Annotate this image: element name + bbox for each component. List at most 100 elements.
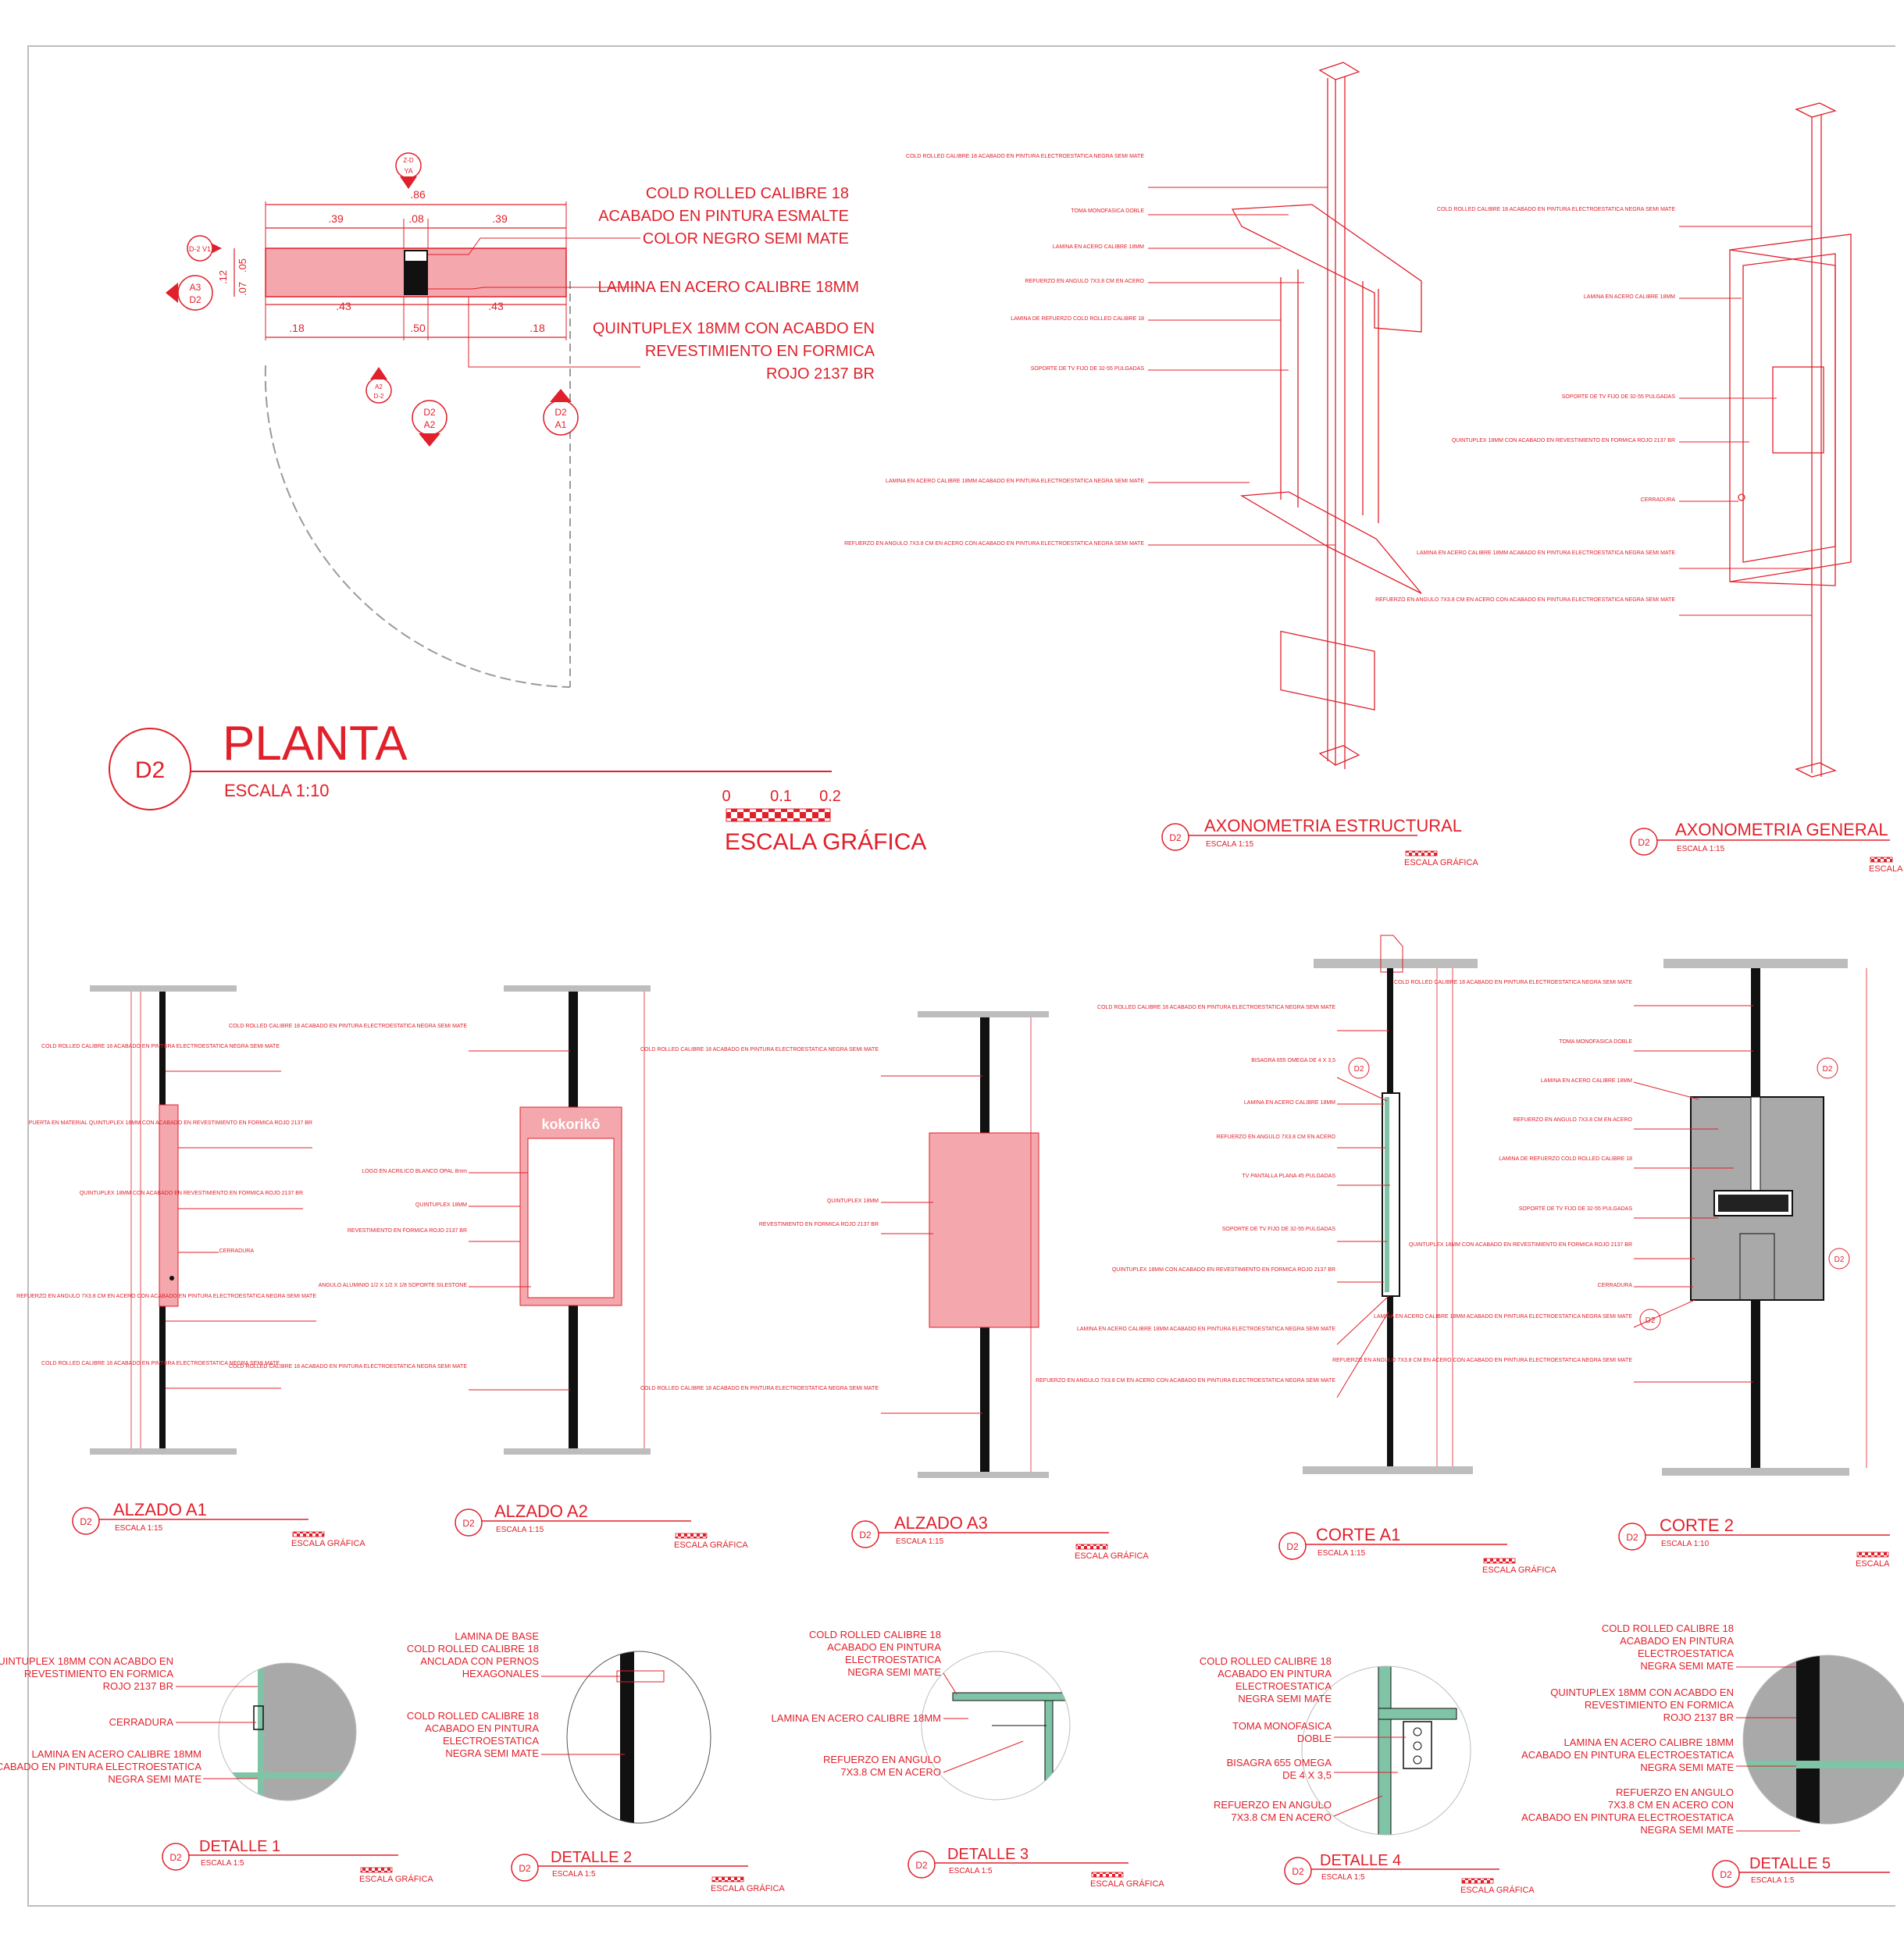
dim-total: .86 xyxy=(410,188,426,201)
detalle-2-scale-label: ESCALA GRÁFICA xyxy=(711,1883,785,1893)
axo-general-scale-label: ESCALA xyxy=(1869,864,1903,874)
planta-note-5: REVESTIMIENTO EN FORMICA xyxy=(645,343,875,360)
detalle-2-view: LAMINA DE BASE COLD ROLLED CALIBRE 18 AN… xyxy=(407,1630,785,1893)
dim-c3: .18 xyxy=(529,322,545,334)
axo-struct-note-2: LAMINA EN ACERO CALIBRE 18MM xyxy=(1053,244,1144,250)
corte-2-tag: D2 xyxy=(1626,1532,1638,1543)
axo-bottom-shelf xyxy=(1239,491,1422,594)
detalle-4-note-6: BISAGRA 655 OMEGA xyxy=(1227,1757,1332,1768)
corte-2-note-0: COLD ROLLED CALIBRE 18 ACABADO EN PINTUR… xyxy=(1394,980,1632,985)
planta-note-6: ROJO 2137 BR xyxy=(766,365,875,383)
svg-text:D2: D2 xyxy=(1823,1065,1833,1074)
detalle-4-note-5: DOBLE xyxy=(1297,1733,1332,1744)
axo-general-frame xyxy=(1729,233,1852,582)
corte-a1-note-4: TV PANTALLA PLANA 45 PULGADAS xyxy=(1242,1174,1335,1179)
detalle-1-tag: D2 xyxy=(169,1852,182,1863)
detalle-4-view: COLD ROLLED CALIBRE 18 ACABADO EN PINTUR… xyxy=(1200,1655,1535,1895)
alzado-a1-tag: D2 xyxy=(80,1516,92,1527)
detalle-2-scale: ESCALA 1:5 xyxy=(552,1870,596,1879)
axo-general-note-5: LAMINA EN ACERO CALIBRE 18MM ACABADO EN … xyxy=(1417,550,1675,556)
alzado-a3-tag: D2 xyxy=(859,1530,872,1540)
detalle-2-note-2: ANCLADA CON PERNOS xyxy=(420,1655,539,1667)
planta-scale-tick-1: 0.1 xyxy=(770,788,792,805)
alzado-a2-note-0: COLD ROLLED CALIBRE 18 ACABADO EN PINTUR… xyxy=(229,1024,467,1029)
corte-2-note-4: LAMINA DE REFUERZO COLD ROLLED CALIBRE 1… xyxy=(1499,1156,1632,1162)
svg-text:D2: D2 xyxy=(1645,1316,1656,1325)
detalle-3-tag: D2 xyxy=(915,1860,928,1871)
planta-note-3: LAMINA EN ACERO CALIBRE 18MM xyxy=(597,279,859,296)
detalle-1-note-0: QUINTUPLEX 18MM CON ACABDO EN xyxy=(0,1655,173,1667)
detalle-4-note-1: ACABADO EN PINTURA xyxy=(1218,1668,1332,1679)
alzado-a1-note-4: REFUERZO EN ANGULO 7X3.8 CM EN ACERO CON… xyxy=(16,1294,316,1299)
axo-general-note-2: SOPORTE DE TV FIJO DE 32-55 PULGADAS xyxy=(1562,394,1676,400)
svg-text:D2: D2 xyxy=(554,407,567,418)
detalle-2-note-3: HEXAGONALES xyxy=(462,1668,540,1679)
axo-struct-title: AXONOMETRIA ESTRUCTURAL xyxy=(1204,816,1462,835)
detalle-4-tag: D2 xyxy=(1292,1866,1304,1877)
kokoriko-logo: kokorikô xyxy=(541,1117,600,1132)
svg-text:D2: D2 xyxy=(1354,1065,1364,1074)
alzado-a3-note-0: COLD ROLLED CALIBRE 18 ACABADO EN PINTUR… xyxy=(640,1047,879,1053)
axo-struct-scale: ESCALA 1:15 xyxy=(1206,840,1254,849)
alzado-a2-note-5: COLD ROLLED CALIBRE 18 ACABADO EN PINTUR… xyxy=(229,1364,467,1370)
detalle-2-note-5: ACABADO EN PINTURA xyxy=(425,1722,539,1734)
axo-post-top-cap xyxy=(1318,62,1360,80)
planta-scale-bar xyxy=(726,808,831,822)
marker-bottom-2: D2 A2 xyxy=(412,400,447,447)
axo-general-notes: COLD ROLLED CALIBRE 18 ACABADO EN PINTUR… xyxy=(1375,207,1903,874)
planta-title: PLANTA xyxy=(223,717,408,771)
alzado-a3-scale-label: ESCALA GRÁFICA xyxy=(1075,1551,1149,1561)
detalle-1-notes: QUINTUPLEX 18MM CON ACABDO EN REVESTIMIE… xyxy=(0,1655,258,1785)
alzado-a3-note-2: REVESTIMIENTO EN FORMICA ROJO 2137 BR xyxy=(759,1222,879,1227)
axo-struct-note-5: SOPORTE DE TV FIJO DE 32-55 PULGADAS xyxy=(1031,366,1145,372)
detalle-1-view: QUINTUPLEX 18MM CON ACABDO EN REVESTIMIE… xyxy=(0,1655,433,1884)
dim-mid: .08 xyxy=(408,212,424,225)
alzado-a2-note-3: REVESTIMIENTO EN FORMICA ROJO 2137 BR xyxy=(348,1228,467,1234)
detalle-3-title: DETALLE 3 xyxy=(947,1846,1029,1863)
svg-text:Z-D: Z-D xyxy=(403,157,414,164)
leader-quintuplex xyxy=(468,297,640,368)
detalle-1-note-5: ACABADO EN PINTURA ELECTROESTATICA xyxy=(0,1761,201,1772)
planta-scale-tick-2: 0.2 xyxy=(819,788,841,805)
alzado-a1-view xyxy=(90,985,237,1455)
corte-2-note-7: CERRADURA xyxy=(1598,1283,1633,1288)
corte-2-scale: ESCALA 1:10 xyxy=(1661,1540,1710,1548)
axo-struct-note-1: TOMA MONOFASICA DOBLE xyxy=(1071,208,1144,214)
detalle-3-note-1: ACABADO EN PINTURA xyxy=(827,1641,941,1653)
planta-note-1: ACABADO EN PINTURA ESMALTE xyxy=(598,208,849,225)
dim-b1: .43 xyxy=(336,300,351,312)
marker-left-2: A3 D2 xyxy=(166,275,213,311)
detalle-3-note-3: NEGRA SEMI MATE xyxy=(847,1666,941,1678)
planta-view: .86 .39 .08 .39 .43 .43 .18 .50 .18 .05 … xyxy=(109,152,926,855)
alzado-a2-note-2: QUINTUPLEX 18MM xyxy=(415,1202,467,1208)
marker-bottom-3: D2 A1 xyxy=(543,389,579,436)
detalle-1-note-6: NEGRA SEMI MATE xyxy=(108,1773,201,1785)
detalle-5-scale: ESCALA 1:5 xyxy=(1751,1876,1795,1885)
detalle-3-note-6: 7X3.8 CM EN ACERO xyxy=(840,1766,941,1778)
alzado-a2-view: kokorikô xyxy=(504,985,651,1455)
corte-2-view: D2 D2 D2 xyxy=(1639,959,1867,1476)
detalle-2-note-7: NEGRA SEMI MATE xyxy=(445,1747,539,1759)
dim-c1: .18 xyxy=(289,322,305,334)
alzado-a3-note-3: COLD ROLLED CALIBRE 18 ACABADO EN PINTUR… xyxy=(640,1386,879,1391)
axo-struct-note-6: LAMINA EN ACERO CALIBRE 18MM ACABADO EN … xyxy=(886,479,1144,484)
detalle-4-note-4: TOMA MONOFASICA xyxy=(1232,1720,1332,1732)
alzado-a2-title: ALZADO A2 xyxy=(494,1501,588,1521)
corte-2-note-6: QUINTUPLEX 18MM CON ACABADO EN REVESTIMI… xyxy=(1409,1242,1632,1248)
detalle-4-scale: ESCALA 1:5 xyxy=(1321,1873,1365,1882)
alzado-a2-note-1: LOGO EN ACRILICO BLANCO OPAL 8mm xyxy=(362,1169,467,1174)
detalle-3-note-5: REFUERZO EN ANGULO xyxy=(823,1754,941,1765)
detalle-3-scale-label: ESCALA GRÁFICA xyxy=(1090,1879,1164,1889)
axo-struct-scale-label: ESCALA GRÁFICA xyxy=(1404,857,1478,867)
detalle-4-note-0: COLD ROLLED CALIBRE 18 xyxy=(1200,1655,1332,1667)
detalle-4-title: DETALLE 4 xyxy=(1320,1852,1401,1869)
svg-text:D-2: D-2 xyxy=(374,393,384,400)
corte-a1-note-3: REFUERZO EN ANGULO 7X3.8 CM EN ACERO xyxy=(1217,1134,1336,1140)
alzado-a1-title: ALZADO A1 xyxy=(113,1500,207,1519)
detalle-4-note-7: DE 4 X 3,5 xyxy=(1282,1769,1332,1781)
alzado-a2-note-4: ANGULO ALUMINIO 1/2 X 1/2 X 1/8 SOPORTE … xyxy=(319,1283,468,1288)
alzado-a1-note-3: CERRADURA xyxy=(219,1248,255,1254)
axo-struct-note-0: COLD ROLLED CALIBRE 18 ACABADO EN PINTUR… xyxy=(906,154,1144,159)
planta-note-4: QUINTUPLEX 18MM CON ACABDO EN xyxy=(593,320,875,337)
detalle-2-note-0: LAMINA DE BASE xyxy=(455,1630,539,1642)
